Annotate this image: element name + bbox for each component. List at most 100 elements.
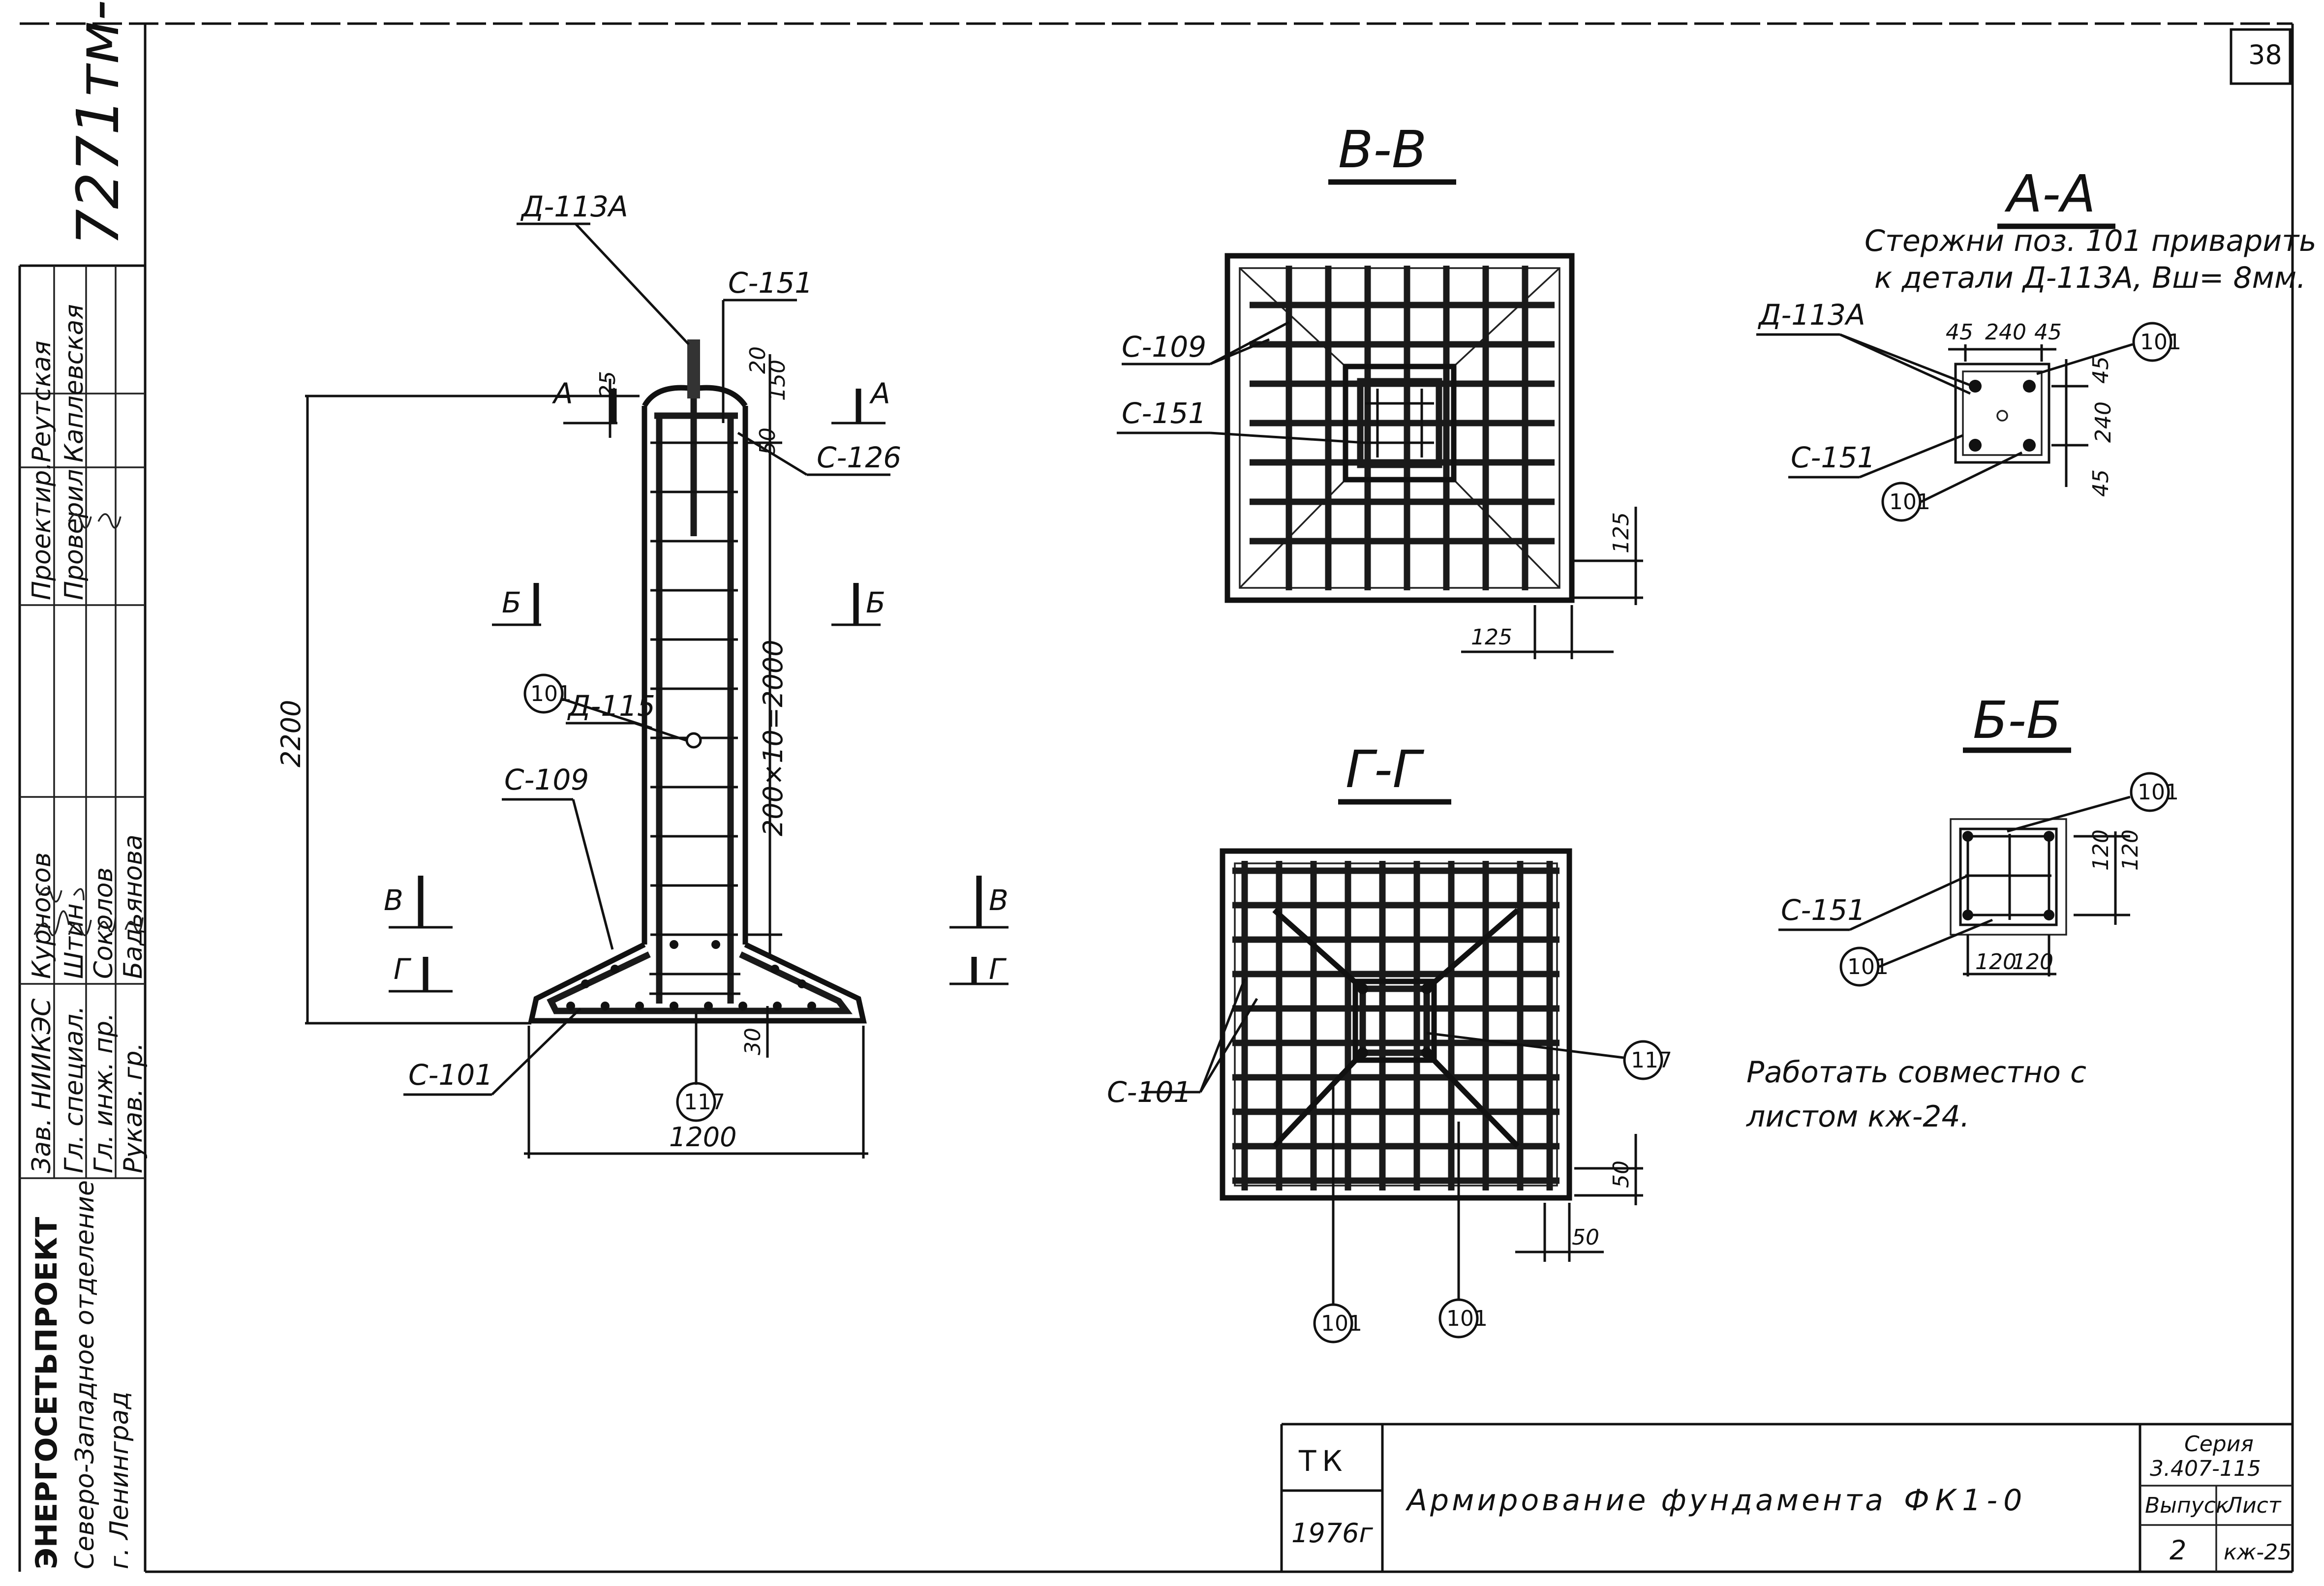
position-101-marker — [523, 673, 564, 714]
dim-top-45b: 45 — [2034, 320, 2062, 345]
dim-120-right-b: 120 — [2118, 829, 2143, 871]
label-c151-aa: С-151 — [1791, 441, 1875, 474]
tk-label: ТК — [1298, 1444, 1348, 1478]
role-group-lead: Рукав. гр. — [119, 1042, 148, 1173]
slab-mesh-bar — [547, 951, 853, 1014]
role-head: Зав. НИИКЭС — [27, 998, 57, 1173]
dim-top-240: 240 — [1985, 320, 2026, 345]
sheet-label: Лист — [2225, 1493, 2282, 1518]
role-checked: Проверил — [60, 469, 89, 600]
signature — [68, 888, 92, 936]
name-badyanova: Бадьянова — [119, 834, 148, 979]
cut-g-left: Г — [394, 952, 412, 986]
label-pos-101-aa-a: 101 — [2140, 330, 2181, 355]
cut-g-right: Г — [989, 952, 1007, 986]
position-101-marker-aa-b — [1881, 482, 1922, 522]
dim-125-horiz: 125 — [1471, 625, 1512, 650]
mesh-vv — [1250, 266, 1555, 590]
section-vv: В-В С-1 — [1117, 120, 1643, 659]
sheet-number: 38 — [2248, 39, 2282, 70]
cut-b-right: Б — [866, 586, 886, 619]
label-c109-elev: С-109 — [504, 763, 589, 796]
name-kurnosov: Курносов — [27, 852, 57, 979]
dim-1200: 1200 — [669, 1122, 736, 1153]
sheet-frame — [20, 22, 2294, 1573]
label-c101-elev: С-101 — [408, 1058, 493, 1092]
position-117-marker-gg — [1623, 1040, 1663, 1080]
series-value: 3.407-115 — [2150, 1456, 2261, 1481]
label-pos-101-bb-a: 101 — [2138, 780, 2179, 805]
dim-120-bottom-a: 120 — [1975, 949, 2017, 975]
drawing-title: Армирование фундамента — [1405, 1483, 1886, 1518]
section-bb-title: Б-Б — [1973, 690, 2061, 750]
signature — [68, 513, 92, 529]
mesh-gg — [1232, 861, 1560, 1190]
weld-note-line2: к детали Д-113А, Вш= 8мм. — [1874, 261, 2306, 295]
role-designer: Проектир. — [27, 462, 57, 600]
signature — [124, 917, 144, 933]
cut-a-left: А — [551, 377, 573, 410]
label-d113a-aa: Д-113А — [1757, 298, 1865, 332]
dim-right-45b: 45 — [2088, 469, 2113, 497]
section-aa-title: А-А — [2004, 164, 2096, 224]
side-title-block: 7271тм-т1-38 Зав. НИИКЭС Гл. специал. Гл… — [18, 0, 148, 1572]
dim-50-horiz: 50 — [1572, 1225, 1599, 1250]
position-101-marker-aa-a — [2132, 322, 2172, 362]
dim-150: 150 — [765, 360, 790, 401]
dim-50-vert: 50 — [1609, 1160, 1634, 1188]
signature — [97, 513, 122, 529]
section-gg: Г-Г — [1107, 739, 1672, 1343]
dim-200x10: 200×10=2000 — [758, 640, 789, 836]
drawing-code: ФК1-0 — [1904, 1483, 2028, 1518]
label-pos-101-elev: 101 — [530, 681, 572, 706]
signature — [97, 917, 117, 933]
label-d113a: Д-113А — [520, 190, 628, 223]
label-c151-vv: С-151 — [1122, 396, 1206, 430]
issue-value: 2 — [2170, 1535, 2186, 1566]
section-bb: Б-Б 120 120 120 120 С-151 101 101 — [1778, 690, 2179, 987]
label-c151-elev: С-151 — [728, 266, 813, 300]
dim-right-45a: 45 — [2088, 356, 2113, 384]
signature — [33, 887, 70, 936]
position-117-marker — [676, 1082, 716, 1122]
cut-v-left: В — [384, 884, 403, 917]
position-101-marker-bb-a — [2130, 772, 2170, 812]
sheet-value: кж-25 — [2224, 1540, 2292, 1565]
cut-v-right: В — [989, 884, 1009, 917]
name-shtin: Штин — [60, 903, 89, 979]
org-branch: Северо-Западное отделение — [70, 1180, 100, 1569]
role-chief-engineer: Гл. инж. пр. — [89, 1013, 119, 1174]
issue-label: Выпуск — [2145, 1493, 2229, 1518]
dim-top-45a: 45 — [1946, 320, 1973, 345]
label-c101-gg: С-101 — [1107, 1075, 1192, 1109]
dim-125-vert: 125 — [1609, 512, 1634, 553]
label-c126: С-126 — [817, 441, 901, 474]
section-aa: А-А Стержни поз. 101 приварить к детали … — [1756, 164, 2317, 522]
dim-120-right-a: 120 — [2088, 829, 2113, 871]
org-name: ЭНЕРГОСЕТЬПРОЕКТ — [30, 1217, 64, 1569]
position-101-marker-bb-b — [1839, 946, 1880, 987]
section-vv-title: В-В — [1338, 120, 1427, 180]
main-title-block: ТК 1976г Армирование фундамента ФК1-0 Се… — [1280, 1423, 2293, 1572]
label-pos-117-gg: 117 — [1631, 1048, 1672, 1073]
label-d115: Д-115 — [567, 689, 655, 723]
year-label: 1976г — [1291, 1518, 1373, 1549]
archive-code: 7271тм-т1-38 — [64, 0, 132, 246]
series-label: Серия — [2184, 1432, 2254, 1457]
work-note-line2: листом кж-24. — [1746, 1099, 1970, 1134]
detail-d115 — [685, 732, 702, 749]
label-pos-101-gg-a: 101 — [1321, 1311, 1362, 1336]
label-pos-117-elev: 117 — [684, 1090, 725, 1115]
dim-50: 50 — [755, 427, 780, 455]
label-c109-vv: С-109 — [1122, 330, 1206, 364]
anchor-bolt — [687, 339, 700, 398]
dim-120-bottom-b: 120 — [2012, 949, 2053, 975]
name-sokolov: Соколов — [89, 867, 119, 979]
label-pos-101-bb-b: 101 — [1847, 954, 1889, 979]
foundation-elevation: Д-113А С-151 С-126 101 Д-115 С-109 С-101… — [275, 190, 1009, 1159]
name-kaplevskaya: Каплевская — [60, 304, 89, 462]
name-reutskaya: Реутская — [27, 340, 57, 462]
label-c151-bb: С-151 — [1781, 893, 1865, 927]
label-pos-101-aa-b: 101 — [1889, 489, 1930, 515]
